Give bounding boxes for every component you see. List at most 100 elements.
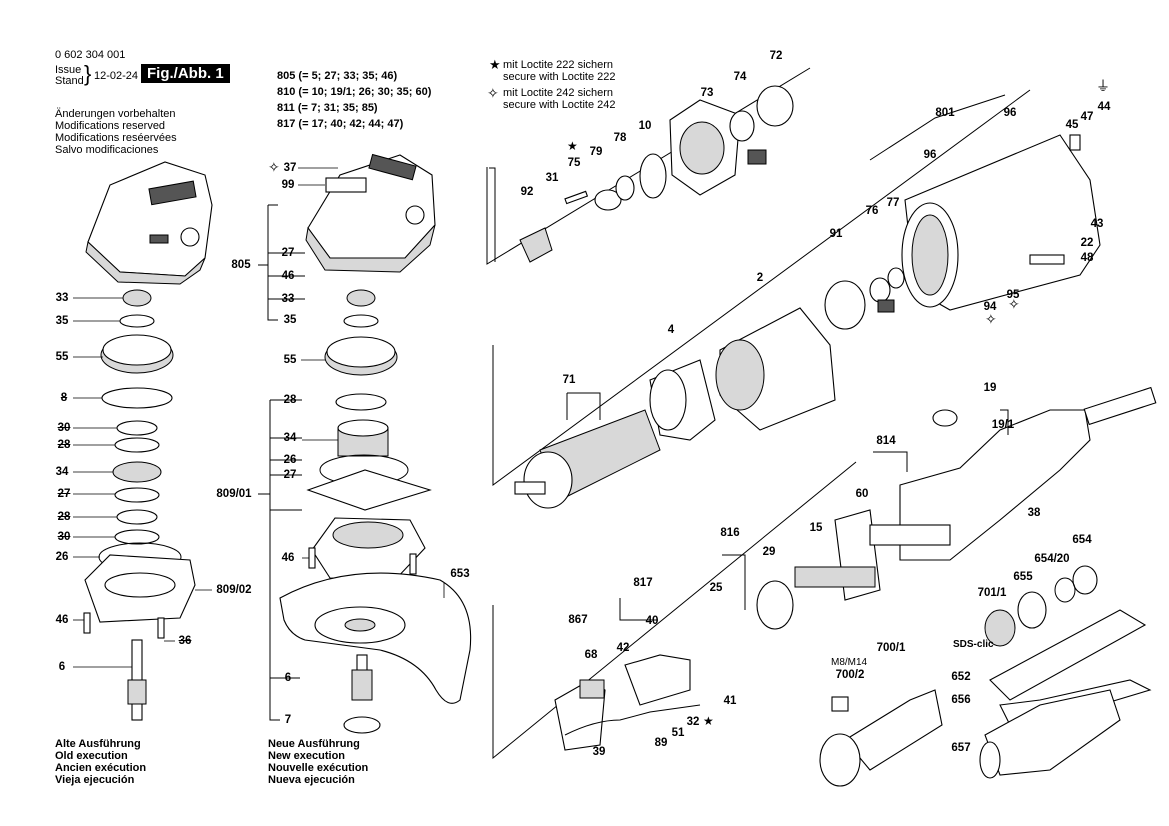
- sparkle-icon: ✧: [487, 85, 499, 101]
- frame-switch: [492, 461, 857, 760]
- callout: 51: [671, 727, 685, 739]
- callout: 805: [231, 259, 251, 271]
- loctite-222-en: secure with Loctite 222: [503, 71, 616, 83]
- callout: 701/1: [977, 587, 1007, 599]
- callout: 77: [886, 197, 900, 209]
- issue-date: 12-02-24: [94, 70, 139, 82]
- callout: 27: [283, 469, 297, 481]
- callout: 55: [55, 351, 69, 363]
- callout: 78: [613, 132, 627, 144]
- callout: 68: [584, 649, 598, 661]
- callout: 7: [284, 714, 292, 726]
- callout: 656: [951, 694, 971, 706]
- callout: 91: [829, 228, 843, 240]
- new-bearing-stack: [306, 289, 432, 734]
- callout: 654: [1072, 534, 1092, 546]
- callout: 94: [983, 301, 997, 313]
- new-execution-es: Nueva ejecución: [268, 774, 355, 786]
- callout: 43: [1090, 218, 1104, 230]
- callout: 42: [616, 642, 630, 654]
- kit-row: 810 (= 10; 19/1; 26; 30; 35; 60): [277, 86, 431, 98]
- earth-icon: ⏚: [1096, 78, 1110, 94]
- bracket-lines: [258, 94, 1009, 721]
- old-execution-fr: Ancien exécution: [55, 762, 147, 774]
- callout: 816: [720, 527, 740, 539]
- leader-lines: [73, 167, 445, 668]
- kit-contents: (= 5; 27; 33; 35; 46): [298, 70, 398, 82]
- callout: 34: [55, 466, 69, 478]
- guard: [279, 572, 472, 704]
- callout: 28: [57, 439, 71, 451]
- callout: 76: [865, 205, 879, 217]
- stand-word: Stand: [55, 75, 84, 87]
- callout: 71: [562, 374, 576, 386]
- callout: 41: [723, 695, 737, 707]
- callout: 653: [450, 568, 470, 580]
- callout: 700/2: [835, 669, 865, 681]
- callout: 31: [545, 172, 559, 184]
- callout: 38: [1027, 507, 1041, 519]
- callout: 10: [638, 120, 652, 132]
- callout: 25: [709, 582, 723, 594]
- callout: 809/01: [216, 488, 252, 500]
- callout: 26: [55, 551, 69, 563]
- callout: 73: [700, 87, 714, 99]
- old-execution-es: Vieja ejecución: [55, 774, 135, 786]
- callout: 4: [667, 324, 675, 336]
- callout: 19: [983, 382, 997, 394]
- callout: 92: [520, 186, 534, 198]
- callout: 40: [645, 615, 659, 627]
- old-bearing-stack: [83, 289, 196, 721]
- callout: 654/20: [1034, 553, 1070, 565]
- callout: 28: [57, 511, 71, 523]
- modifications-de: Änderungen vorbehalten: [55, 108, 176, 120]
- new-execution-en: New execution: [268, 750, 346, 762]
- callout: 30: [57, 422, 71, 434]
- callout: 39: [592, 746, 606, 758]
- callout: 30: [57, 531, 71, 543]
- old-execution-en: Old execution: [55, 750, 128, 762]
- callout: 6: [284, 672, 292, 684]
- callout: 46: [281, 270, 295, 282]
- brace-glyph: }: [84, 61, 92, 86]
- callout: 26: [283, 454, 297, 466]
- callout: 74: [733, 71, 747, 83]
- callout: 34: [283, 432, 297, 444]
- callout: 79: [589, 146, 603, 158]
- frame-armature: [492, 89, 1031, 486]
- new-gear-housing: [305, 153, 436, 273]
- callout: 19/1: [991, 419, 1015, 431]
- old-execution-de: Alte Ausführung: [55, 738, 141, 750]
- motor-parts: [514, 267, 905, 509]
- callout: 22: [1080, 237, 1094, 249]
- callout: 817: [633, 577, 653, 589]
- new-execution-de: Neue Ausführung: [268, 738, 360, 750]
- callout: 35: [283, 314, 297, 326]
- callout: 99: [281, 179, 295, 191]
- loctite-242-en: secure with Loctite 242: [503, 99, 616, 111]
- callout: 809/02: [216, 584, 252, 596]
- callout: 15: [809, 522, 823, 534]
- callout: 44: [1097, 101, 1111, 113]
- kit-contents: (= 7; 31; 35; 85): [297, 102, 378, 114]
- callout: 6: [58, 661, 66, 673]
- loctite-242-de: mit Loctite 242 sichern: [503, 87, 614, 99]
- callout: 2: [756, 272, 764, 284]
- issue-word: Issue: [55, 64, 82, 76]
- kit-contents: (= 17; 40; 42; 44; 47): [298, 118, 404, 130]
- modifications-en: Modifications reserved: [55, 120, 166, 132]
- kit-number: 805: [277, 70, 296, 82]
- sds-clic-label: SDS-clic: [953, 639, 994, 650]
- kit-row: 811 (= 7; 31; 35; 85): [277, 102, 378, 114]
- switch-parts: [554, 654, 701, 751]
- callout: 657: [951, 742, 971, 754]
- sparkle-icon: ✧: [985, 311, 997, 327]
- accessories: [819, 565, 1152, 787]
- star-icon: ★: [703, 714, 714, 728]
- callout: 35: [55, 315, 69, 327]
- part-number: 0 602 304 001: [55, 49, 126, 61]
- callout: 32: [686, 716, 700, 728]
- callout: 700/1: [876, 642, 906, 654]
- callout: 801: [935, 107, 955, 119]
